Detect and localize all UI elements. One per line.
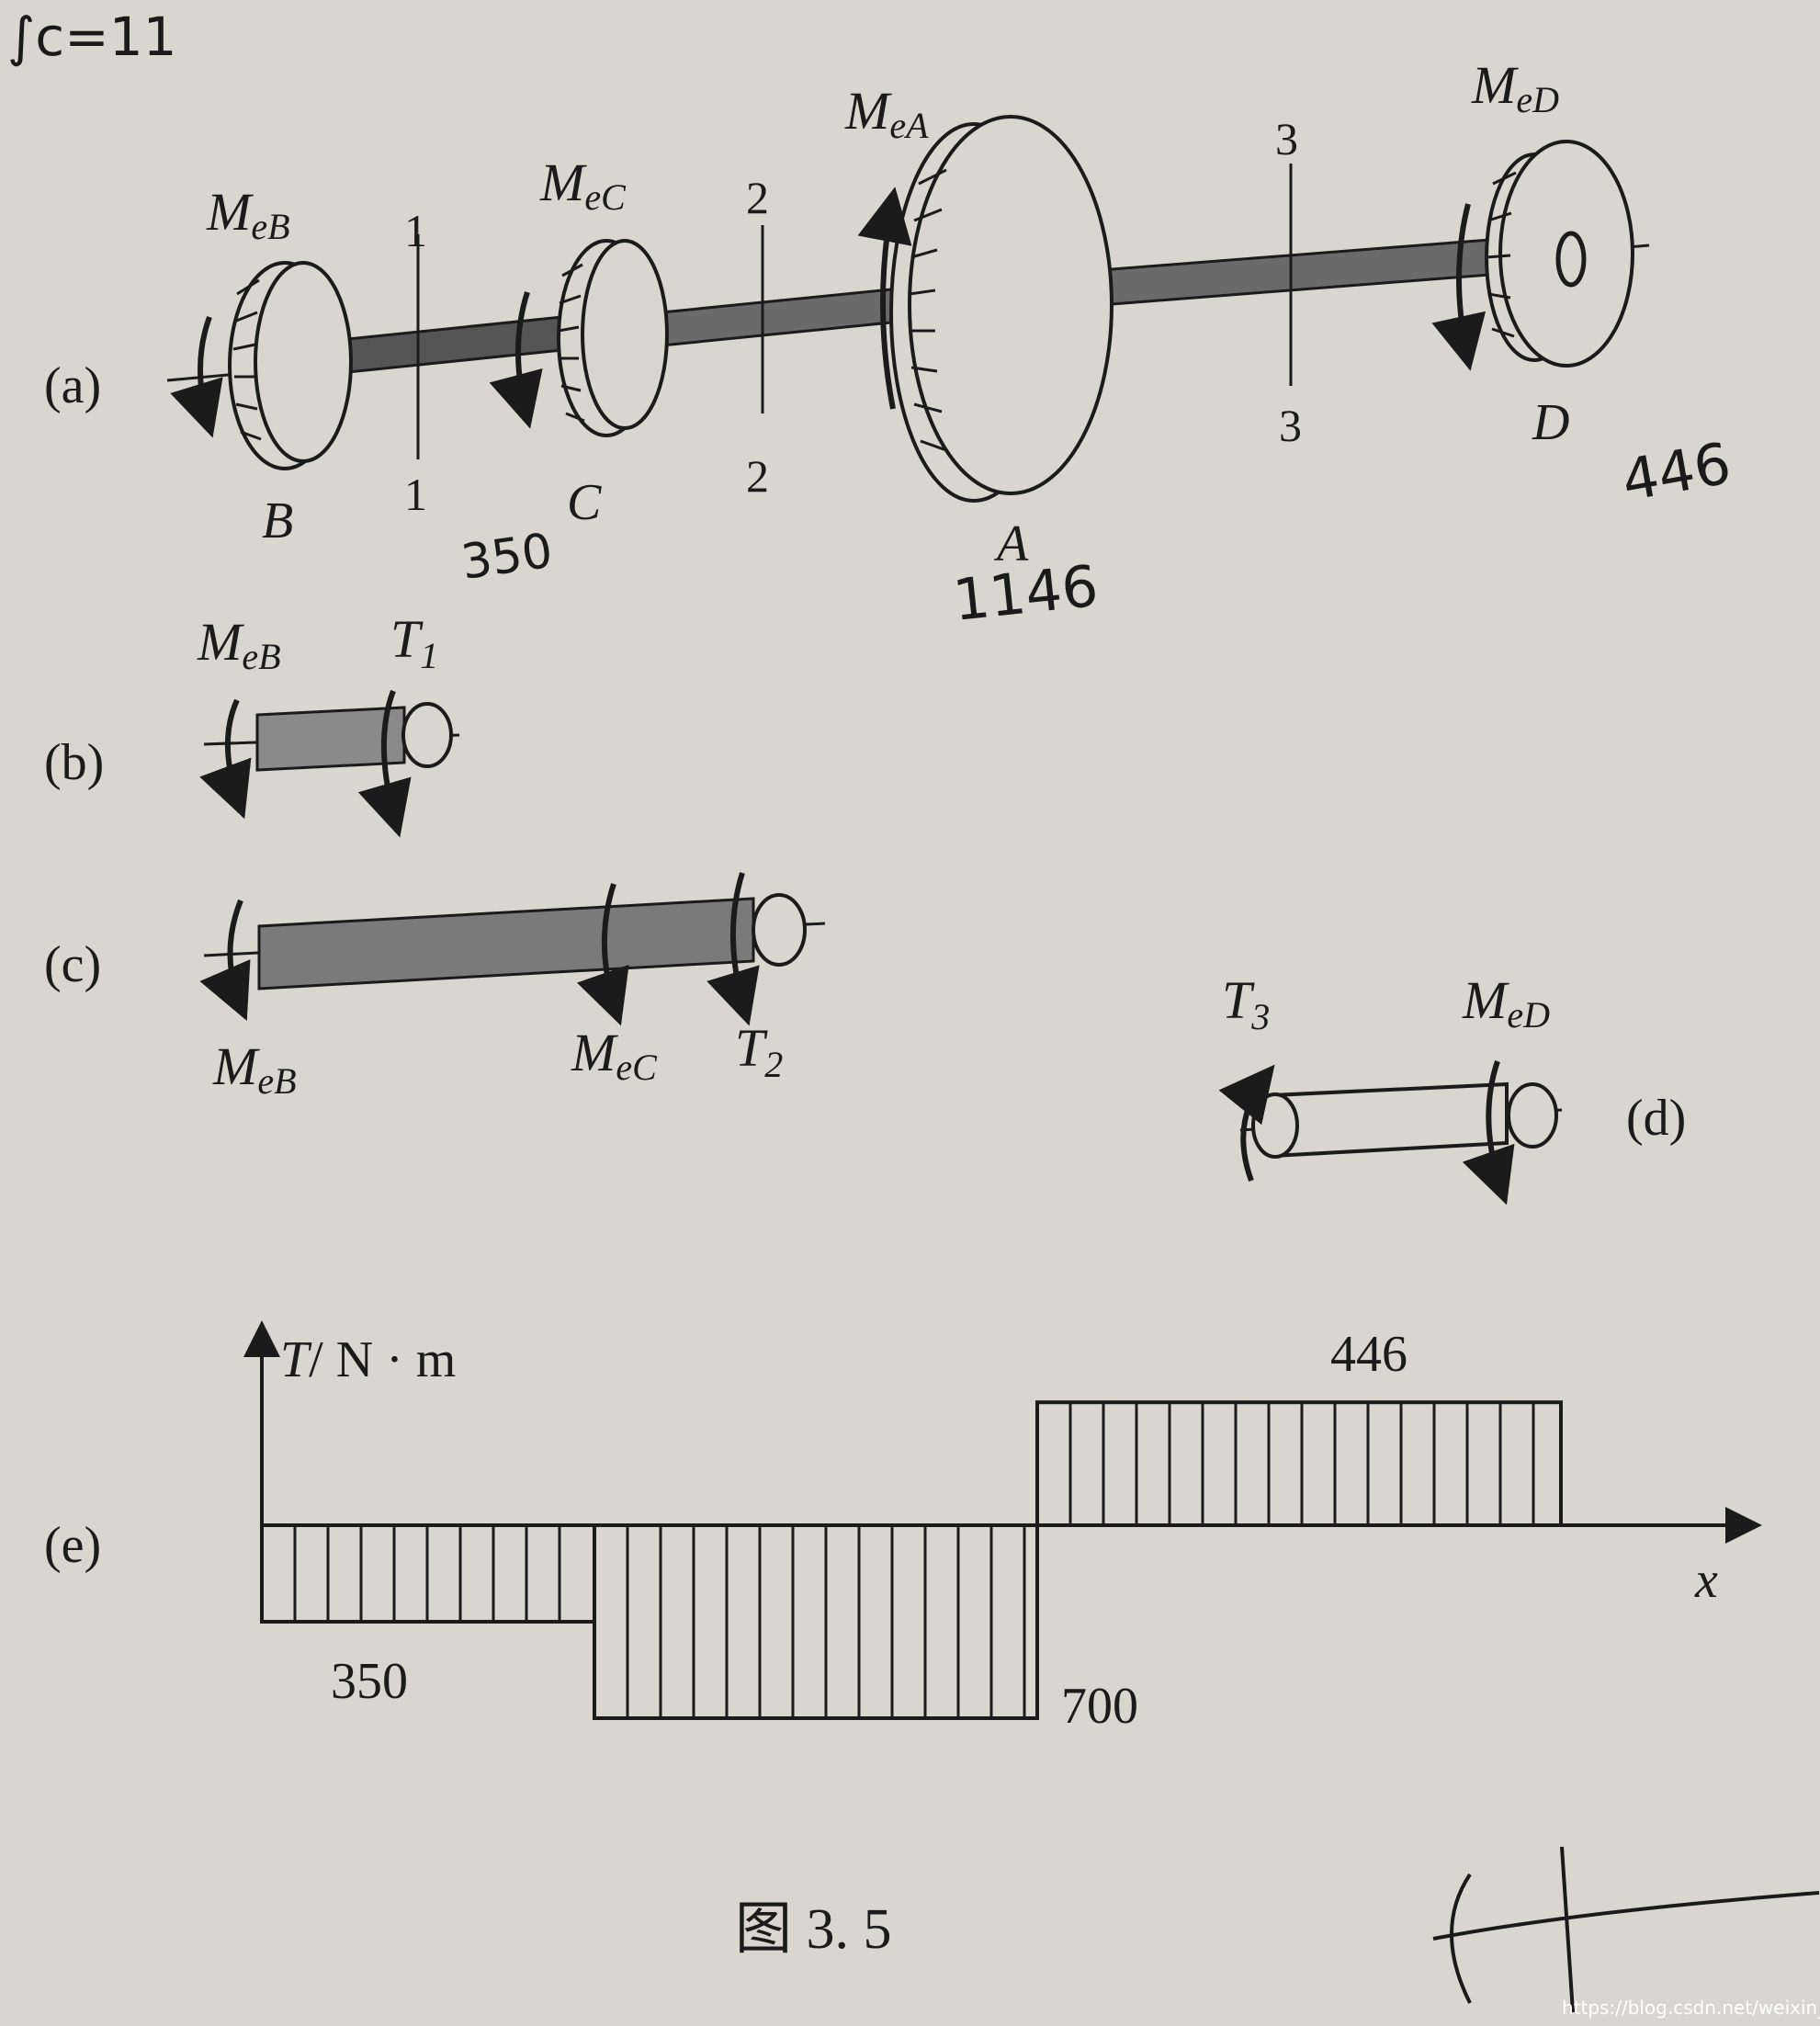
value-label-700: 700 xyxy=(1061,1678,1138,1735)
torque-label-t2: T2 xyxy=(735,1018,783,1085)
torque-label-t1: T1 xyxy=(390,609,438,676)
moment-label-c: MeC xyxy=(539,153,627,218)
shaft-piece-c xyxy=(257,897,755,990)
moment-d-arrow-d xyxy=(1462,1060,1515,1205)
disc-b xyxy=(228,261,353,470)
shaft-piece-d xyxy=(1271,1081,1509,1159)
torque-t1-arrow xyxy=(357,689,412,838)
figure-caption: 图 3. 5 xyxy=(735,1898,892,1961)
point-label-c: C xyxy=(567,474,602,531)
section-label-3-top: 3 xyxy=(1275,113,1298,164)
section-label-2-top: 2 xyxy=(746,172,769,223)
moment-label-b-b: MeB xyxy=(197,612,281,677)
torque-step-3 xyxy=(1035,1400,1563,1527)
torque-label-t3: T3 xyxy=(1222,970,1270,1037)
moment-label-b: MeB xyxy=(206,182,290,247)
moment-label-d: MeD xyxy=(1471,55,1559,120)
y-axis-label: T/ N · m xyxy=(280,1331,456,1388)
torque-t3-arrow xyxy=(1218,1064,1275,1183)
torque-step-2 xyxy=(593,1523,1039,1720)
section-label-2-bottom: 2 xyxy=(746,450,769,502)
moment-b-arrow-b xyxy=(199,698,252,820)
panel-e: (e) T/ N · m x 350 700 446 xyxy=(44,1320,1762,1735)
panel-b-label: (b) xyxy=(44,734,104,791)
corner-note: ∫c=11 xyxy=(7,6,177,68)
panel-b: (b) MeB T1 xyxy=(44,609,460,838)
section-label-3-bottom: 3 xyxy=(1279,400,1302,451)
moment-label-c-c: MeC xyxy=(571,1023,658,1088)
moment-c-arrow xyxy=(489,291,543,429)
moment-d-arrow xyxy=(1431,203,1487,371)
moment-label-a: MeA xyxy=(844,81,929,146)
hand-note-d: 446 xyxy=(1617,429,1735,514)
section-label-1-bottom: 1 xyxy=(404,469,427,520)
scribble xyxy=(1432,1846,1820,2013)
moment-a-arrow xyxy=(857,187,912,410)
panel-d-label: (d) xyxy=(1626,1090,1686,1147)
point-label-b: B xyxy=(262,492,293,549)
panel-a: (a) xyxy=(44,55,1735,634)
torque-t2-arrow xyxy=(707,872,760,1026)
hand-note-a: 1146 xyxy=(950,552,1102,634)
torque-steps xyxy=(260,1400,1563,1720)
point-label-a: A xyxy=(993,515,1029,572)
moment-b-arrow xyxy=(170,315,223,438)
panel-e-label: (e) xyxy=(44,1517,101,1574)
hand-note-c: 350 xyxy=(458,524,556,591)
x-axis-label: x xyxy=(1694,1552,1718,1609)
panel-c-label: (c) xyxy=(44,936,101,993)
moment-b-arrow-c xyxy=(199,899,251,1022)
panel-a-label: (a) xyxy=(44,357,101,414)
moment-label-b-c: MeB xyxy=(212,1036,297,1102)
disc-d xyxy=(1485,140,1634,368)
moment-label-d-d: MeD xyxy=(1462,970,1550,1036)
watermark: https://blog.csdn.net/weixin_52707823 xyxy=(1562,1997,1820,2019)
moment-c-arrow-c xyxy=(576,883,629,1026)
disc-a xyxy=(889,115,1113,503)
shaft-piece-b xyxy=(255,706,406,772)
value-label-350: 350 xyxy=(331,1653,408,1710)
section-label-1-top: 1 xyxy=(404,205,427,256)
point-label-d: D xyxy=(1532,394,1569,451)
panel-d: (d) T3 MeD xyxy=(1218,970,1686,1205)
panel-c: (c) MeB MeC T2 xyxy=(44,872,826,1102)
value-label-446: 446 xyxy=(1330,1326,1407,1383)
disc-c xyxy=(557,239,669,437)
